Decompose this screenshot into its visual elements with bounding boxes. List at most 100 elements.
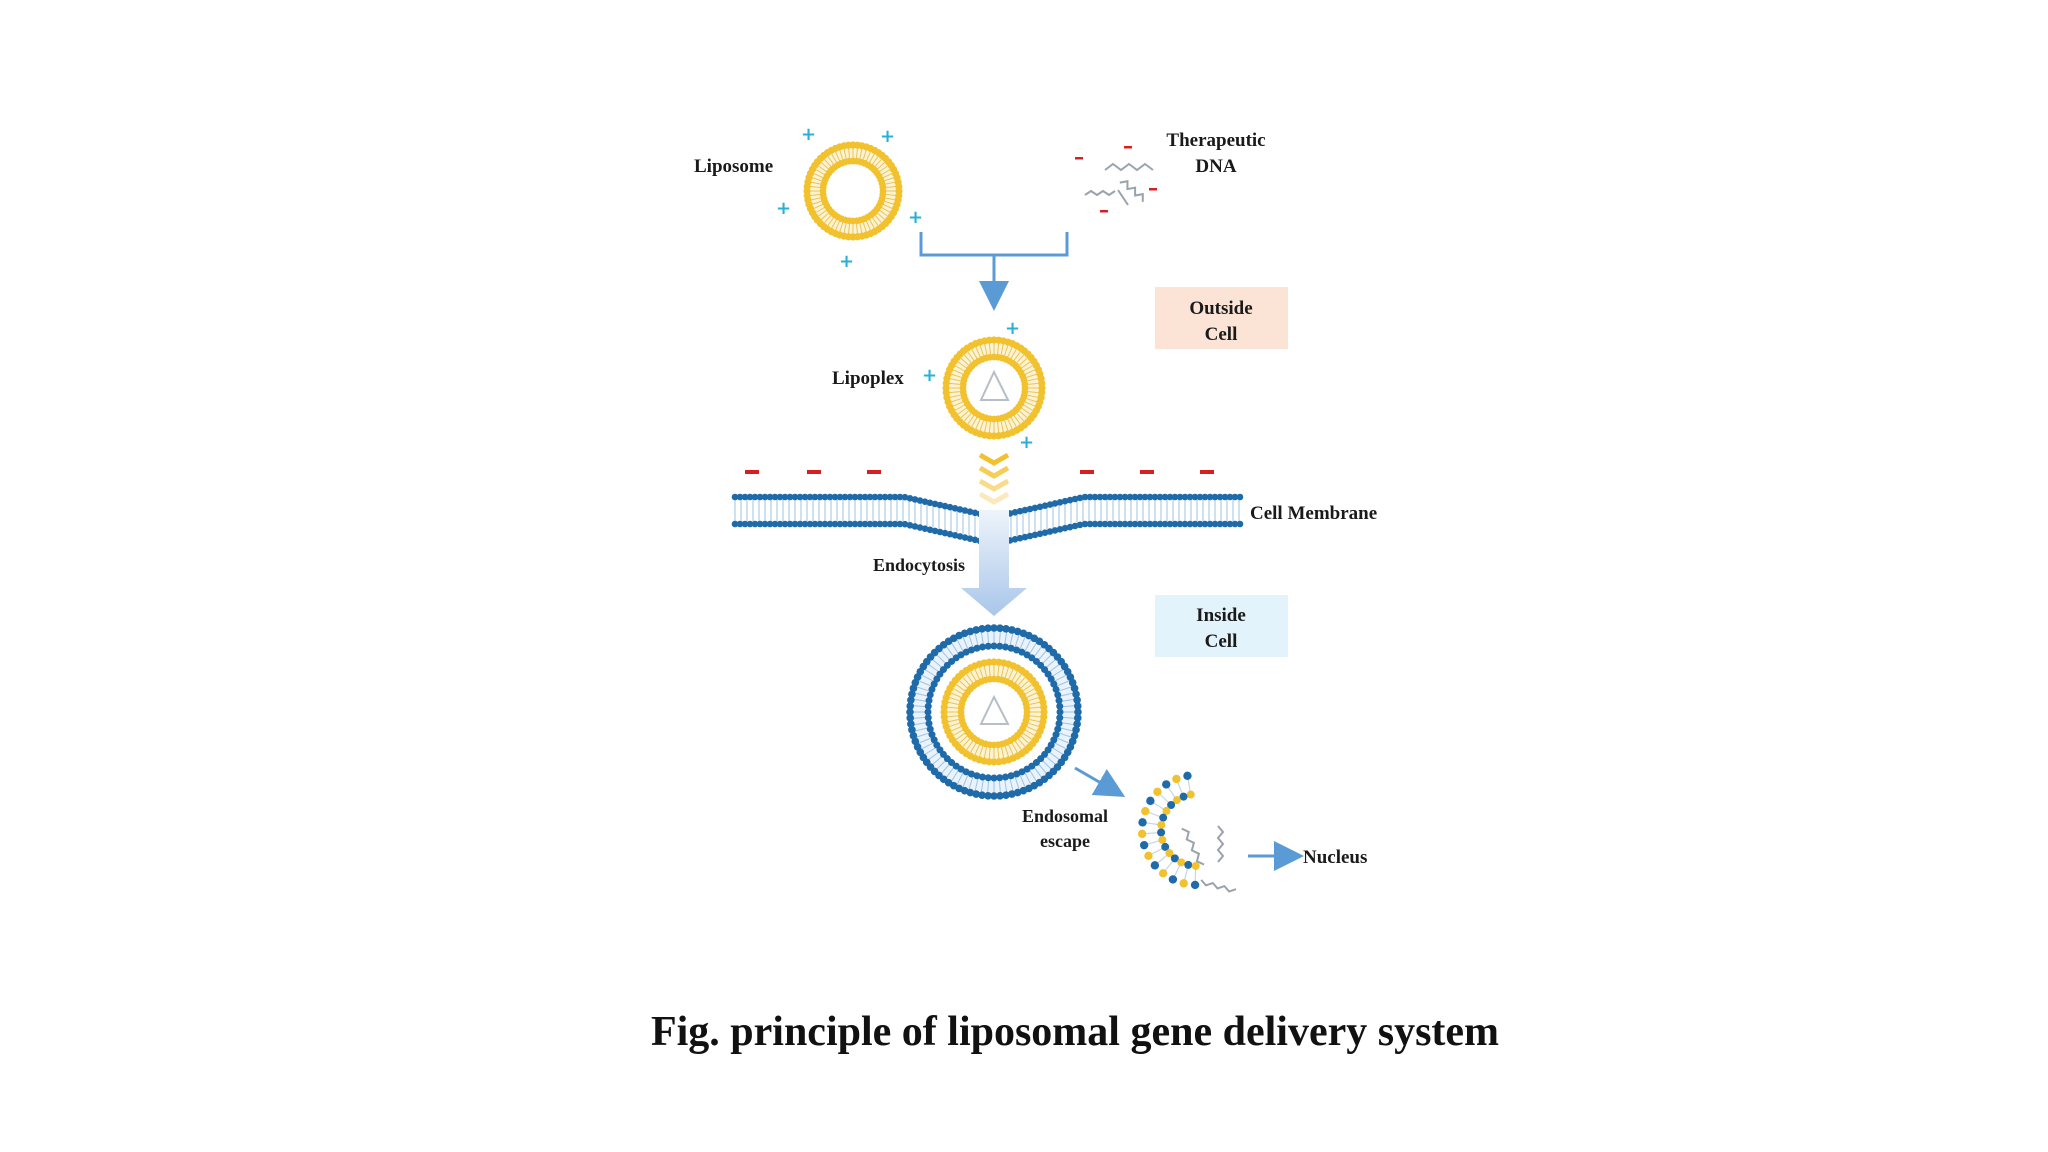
lipid-head (926, 499, 934, 507)
lipid-tail (817, 164, 828, 173)
lipid-head (1156, 493, 1164, 501)
lipid-tail (957, 735, 969, 745)
plus-sign: + (880, 126, 895, 147)
lipid-tail (1007, 667, 1014, 681)
lipid-head (978, 625, 986, 633)
lipoplex-label: Lipoplex (832, 368, 904, 389)
plus-sign: + (801, 124, 816, 145)
lipid-head (931, 527, 939, 535)
lipid-head (876, 493, 884, 501)
lipid-tail (1014, 775, 1021, 792)
lipid-tail (978, 666, 984, 679)
endosomal-escape-label-line2: escape (1040, 831, 1090, 851)
lipid-head (1191, 493, 1199, 501)
lipid-tail (913, 692, 929, 697)
lipid-head (1170, 854, 1179, 863)
lipid-head (1031, 504, 1039, 512)
lipid-head (928, 731, 936, 739)
lipid-head (941, 502, 949, 510)
lipid-tail (882, 203, 894, 210)
lipid-tail (949, 725, 963, 732)
lipid-head (925, 697, 933, 705)
lipid-tail (880, 206, 892, 214)
lipid-head (741, 520, 749, 528)
lipid-head (1055, 719, 1063, 727)
lipid-head (1161, 842, 1170, 851)
lipid-head (1161, 493, 1169, 501)
lipid-tail (1015, 412, 1026, 423)
lipid-head (967, 646, 975, 654)
lipid-tail (974, 667, 981, 681)
lipid-head (1106, 493, 1114, 501)
lipid-tail (997, 664, 1000, 678)
lipid-tail (974, 777, 979, 793)
lipid-tail (946, 701, 960, 706)
lipid-head (1016, 507, 1024, 515)
lipid-head (736, 520, 744, 528)
combine-bracket (919, 232, 1069, 257)
lipid-head (907, 720, 915, 728)
lipid-head (911, 523, 919, 530)
lipid-tail (946, 715, 960, 718)
lipid-head (1026, 505, 1034, 513)
lipid-tail (953, 404, 966, 412)
lipid-tail (1011, 670, 1019, 682)
lipid-head (966, 535, 974, 542)
lipid-tail (962, 412, 973, 423)
plus-sign: + (908, 207, 923, 228)
lipid-head (771, 493, 779, 501)
lipid-tail (1022, 683, 1034, 692)
endocytosis-arrow (961, 510, 1027, 616)
membrane-charges (745, 470, 1214, 474)
lipid-head (1146, 493, 1154, 501)
inside-cell-label-line2: Cell (1205, 631, 1238, 652)
lipid-tail (1003, 344, 1009, 357)
lipid-tail (955, 771, 965, 787)
lipid-tail (1000, 746, 1005, 760)
lipid-head (896, 493, 904, 501)
lipid-head (1126, 493, 1134, 501)
endosome (906, 624, 1082, 800)
lipid-head (1166, 493, 1174, 501)
lipid-head (1011, 509, 1019, 516)
lipid-head (1056, 702, 1064, 710)
lipid-tail (810, 200, 823, 206)
lipid-tail (884, 181, 897, 185)
lipid-head (967, 770, 975, 778)
lipid-head (895, 182, 903, 191)
released-dna-strands (1181, 825, 1237, 893)
lipid-tail (1028, 640, 1038, 656)
lipid-tail (814, 206, 826, 214)
lipid-tail (1024, 687, 1036, 695)
lipid-tail (838, 221, 844, 234)
lipid-head (1176, 493, 1184, 501)
lipid-head (1086, 520, 1094, 528)
lipid-tail (983, 420, 988, 434)
dna-complex (979, 369, 1010, 401)
lipid-tail (944, 765, 956, 780)
lipid-head (879, 183, 887, 191)
lipid-head (971, 509, 979, 517)
minus-sign (1080, 470, 1094, 474)
lipid-tail (950, 373, 963, 379)
lipid-head (826, 493, 834, 501)
lipid-head (1226, 493, 1234, 501)
lipid-head (1151, 493, 1159, 501)
lipid-tail (980, 778, 985, 795)
lipid-head (962, 648, 970, 656)
lipid-head (861, 520, 869, 528)
lipid-head (786, 520, 794, 528)
lipid-head (821, 520, 829, 528)
lipid-tail (884, 193, 897, 197)
lipid-head (956, 533, 964, 540)
lipid-tail (1028, 701, 1042, 706)
lipid-tail (969, 670, 977, 682)
plus-sign: + (839, 251, 854, 272)
lipid-head (891, 520, 899, 528)
outside-cell-label-line2: Cell (1205, 324, 1238, 345)
therapeutic-dna-label-line2: DNA (1195, 156, 1236, 177)
lipid-tail (1026, 394, 1040, 399)
lipid-tail (974, 417, 982, 431)
lipid-head (1165, 849, 1174, 858)
lipid-head (1177, 858, 1186, 867)
